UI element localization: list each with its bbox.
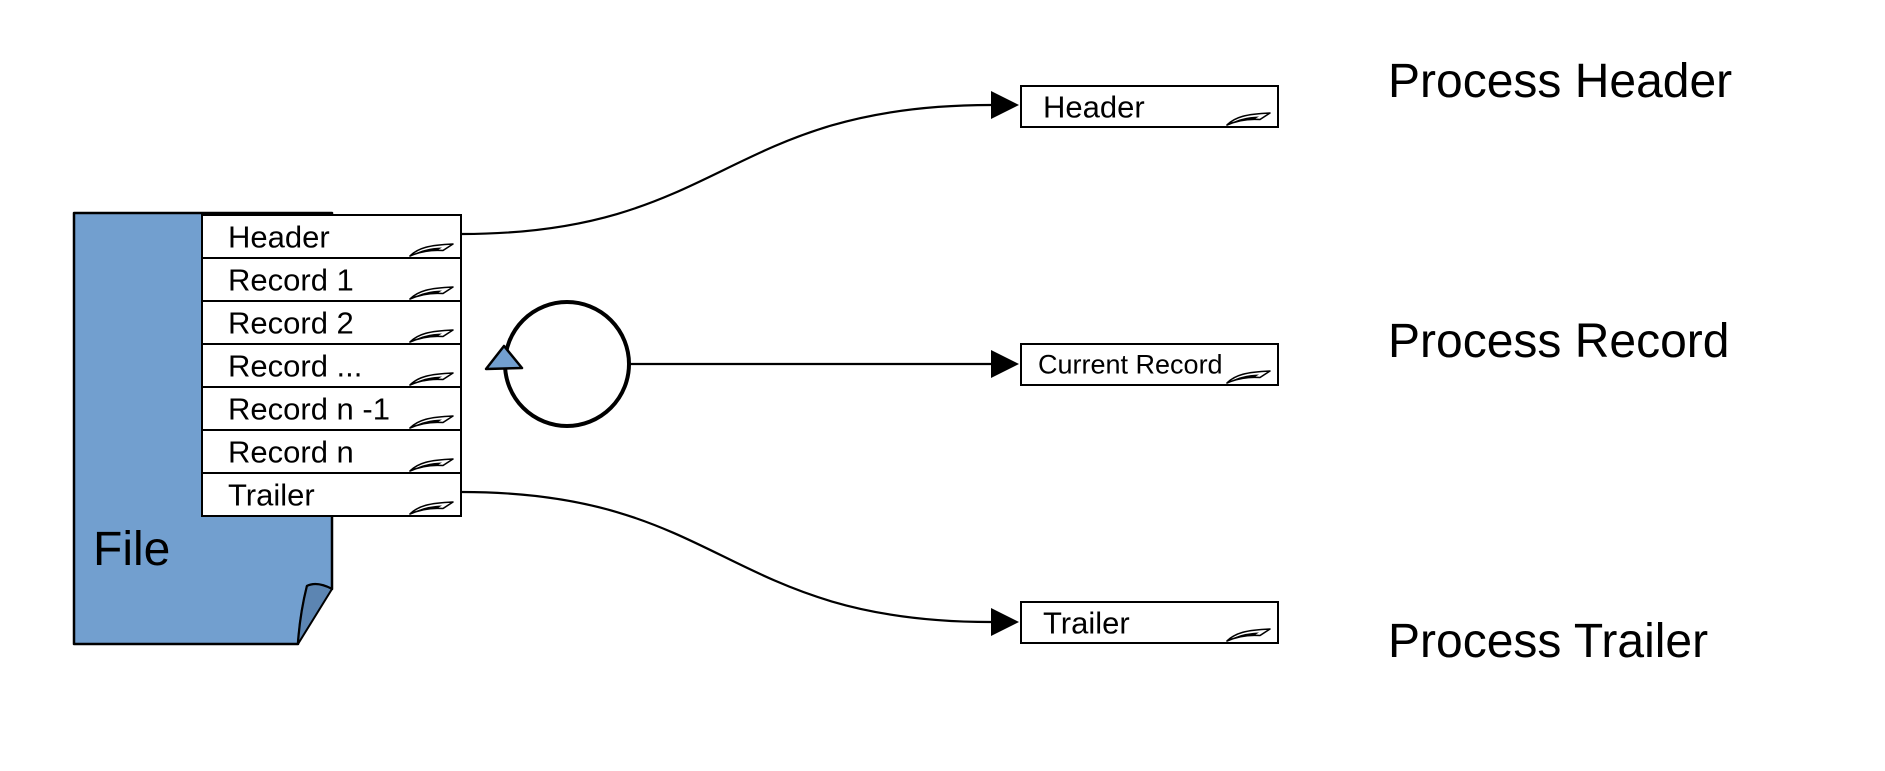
loop-circle-icon — [503, 300, 631, 428]
folded-corner-icon — [409, 329, 454, 343]
process-header-label: Process Header — [1388, 55, 1733, 108]
process-record-label: Process Record — [1388, 315, 1730, 368]
card-trailer: Trailer — [1020, 601, 1279, 644]
folded-corner-icon — [409, 286, 454, 300]
connector-header-curve — [461, 103, 992, 236]
record-box-header: Header — [201, 214, 462, 259]
file-folded-corner-icon — [297, 583, 333, 645]
folded-corner-icon — [409, 501, 454, 515]
record-label: Record n -1 — [228, 391, 390, 426]
record-label: Record ... — [228, 348, 363, 383]
folded-corner-icon — [409, 415, 454, 429]
record-label: Header — [228, 219, 330, 254]
file-label: File — [93, 523, 171, 576]
process-trailer-label: Process Trailer — [1388, 615, 1709, 668]
card-header: Header — [1020, 85, 1279, 128]
folded-corner-icon — [409, 243, 454, 257]
card-current-record: Current Record — [1020, 343, 1279, 386]
arrowhead-record-icon — [991, 350, 1019, 378]
folded-corner-icon — [1226, 628, 1271, 642]
connector-trailer-curve — [461, 490, 992, 624]
folded-corner-icon — [1226, 370, 1271, 384]
record-box-record-ellipsis: Record ... — [201, 343, 462, 388]
card-label: Header — [1043, 89, 1145, 124]
arrowhead-trailer-icon — [991, 608, 1019, 636]
card-label: Current Record — [1038, 349, 1223, 379]
loop-arrowhead-icon — [484, 344, 524, 371]
folded-corner-icon — [409, 458, 454, 472]
record-box-record-n: Record n — [201, 429, 462, 474]
record-box-record-n-1: Record n -1 — [201, 386, 462, 431]
record-box-record-1: Record 1 — [201, 257, 462, 302]
record-label: Trailer — [228, 477, 315, 512]
record-label: Record 1 — [228, 262, 354, 297]
folded-corner-icon — [1226, 112, 1271, 126]
record-box-record-2: Record 2 — [201, 300, 462, 345]
record-box-trailer: Trailer — [201, 472, 462, 517]
card-label: Trailer — [1043, 605, 1130, 640]
folded-corner-icon — [409, 372, 454, 386]
record-label: Record n — [228, 434, 354, 469]
record-label: Record 2 — [228, 305, 354, 340]
arrowhead-header-icon — [991, 91, 1019, 119]
